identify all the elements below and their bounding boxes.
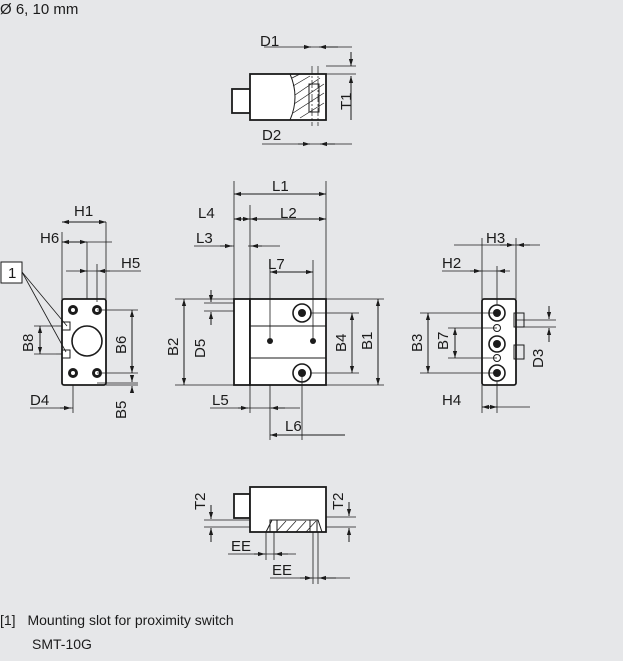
dim-label-H2: H2 (442, 255, 461, 272)
bottom-view-cap (233, 493, 251, 519)
dim-label-EE-2: EE (272, 562, 292, 579)
footnote-line-2: SMT-10G (32, 636, 92, 652)
right-view: H3 H2 B3 B7 D3 H4 (409, 230, 556, 413)
dim-label-B8: B8 (20, 334, 37, 352)
dim-label-L1: L1 (272, 178, 289, 195)
dim-label-D1: D1 (260, 33, 279, 50)
callout-1: 1 (0, 261, 68, 353)
dim-label-H1: H1 (74, 203, 93, 220)
left-view: H1 H6 H5 B8 B6 D4 B5 (20, 203, 141, 419)
footnote: [1] Mounting slot for proximity switch (0, 609, 234, 631)
top-view-body (249, 73, 327, 121)
dim-label-L2: L2 (280, 205, 297, 222)
dim-label-H6: H6 (40, 230, 59, 247)
dim-label-B5: B5 (113, 401, 130, 419)
dim-label-L7: L7 (268, 256, 285, 273)
dim-label-D2: D2 (262, 127, 281, 144)
dim-label-H3: H3 (486, 230, 505, 247)
dim-label-B2: B2 (165, 338, 182, 356)
front-view-cap (233, 298, 251, 386)
dim-label-D4: D4 (30, 392, 49, 409)
dim-label-B4: B4 (333, 334, 350, 352)
footnote-line-1: Mounting slot for proximity switch (27, 612, 234, 628)
dim-label-D3: D3 (530, 349, 547, 368)
footnote-marker: [1] (0, 612, 16, 628)
dim-label-T1: T1 (338, 92, 355, 110)
callout-number: 1 (8, 265, 16, 282)
dim-label-T2-left: T2 (192, 492, 209, 510)
bottom-view-body (249, 486, 327, 533)
dim-label-H4: H4 (442, 392, 461, 409)
dim-label-B1: B1 (359, 332, 376, 350)
dim-label-B7: B7 (435, 332, 452, 350)
dim-label-L4: L4 (198, 205, 215, 222)
dim-label-H5: H5 (121, 255, 140, 272)
top-view-cap (231, 88, 251, 114)
dim-label-L5: L5 (212, 392, 229, 409)
bottom-view: T2 T2 EE EE (192, 486, 356, 584)
dim-label-L6: L6 (285, 418, 302, 435)
front-view: L1 L4 L2 L3 L7 B2 D5 B4 B1 L5 L6 (165, 178, 384, 440)
dim-label-T2-right: T2 (330, 492, 347, 510)
dim-label-B6: B6 (113, 336, 130, 354)
top-view: D1 T1 D2 (231, 33, 356, 147)
header-caption: Ø 6, 10 mm (0, 1, 78, 18)
dim-label-D5: D5 (192, 339, 209, 358)
dim-label-EE-1: EE (231, 538, 251, 555)
dim-label-B3: B3 (409, 334, 426, 352)
dim-label-L3: L3 (196, 230, 213, 247)
